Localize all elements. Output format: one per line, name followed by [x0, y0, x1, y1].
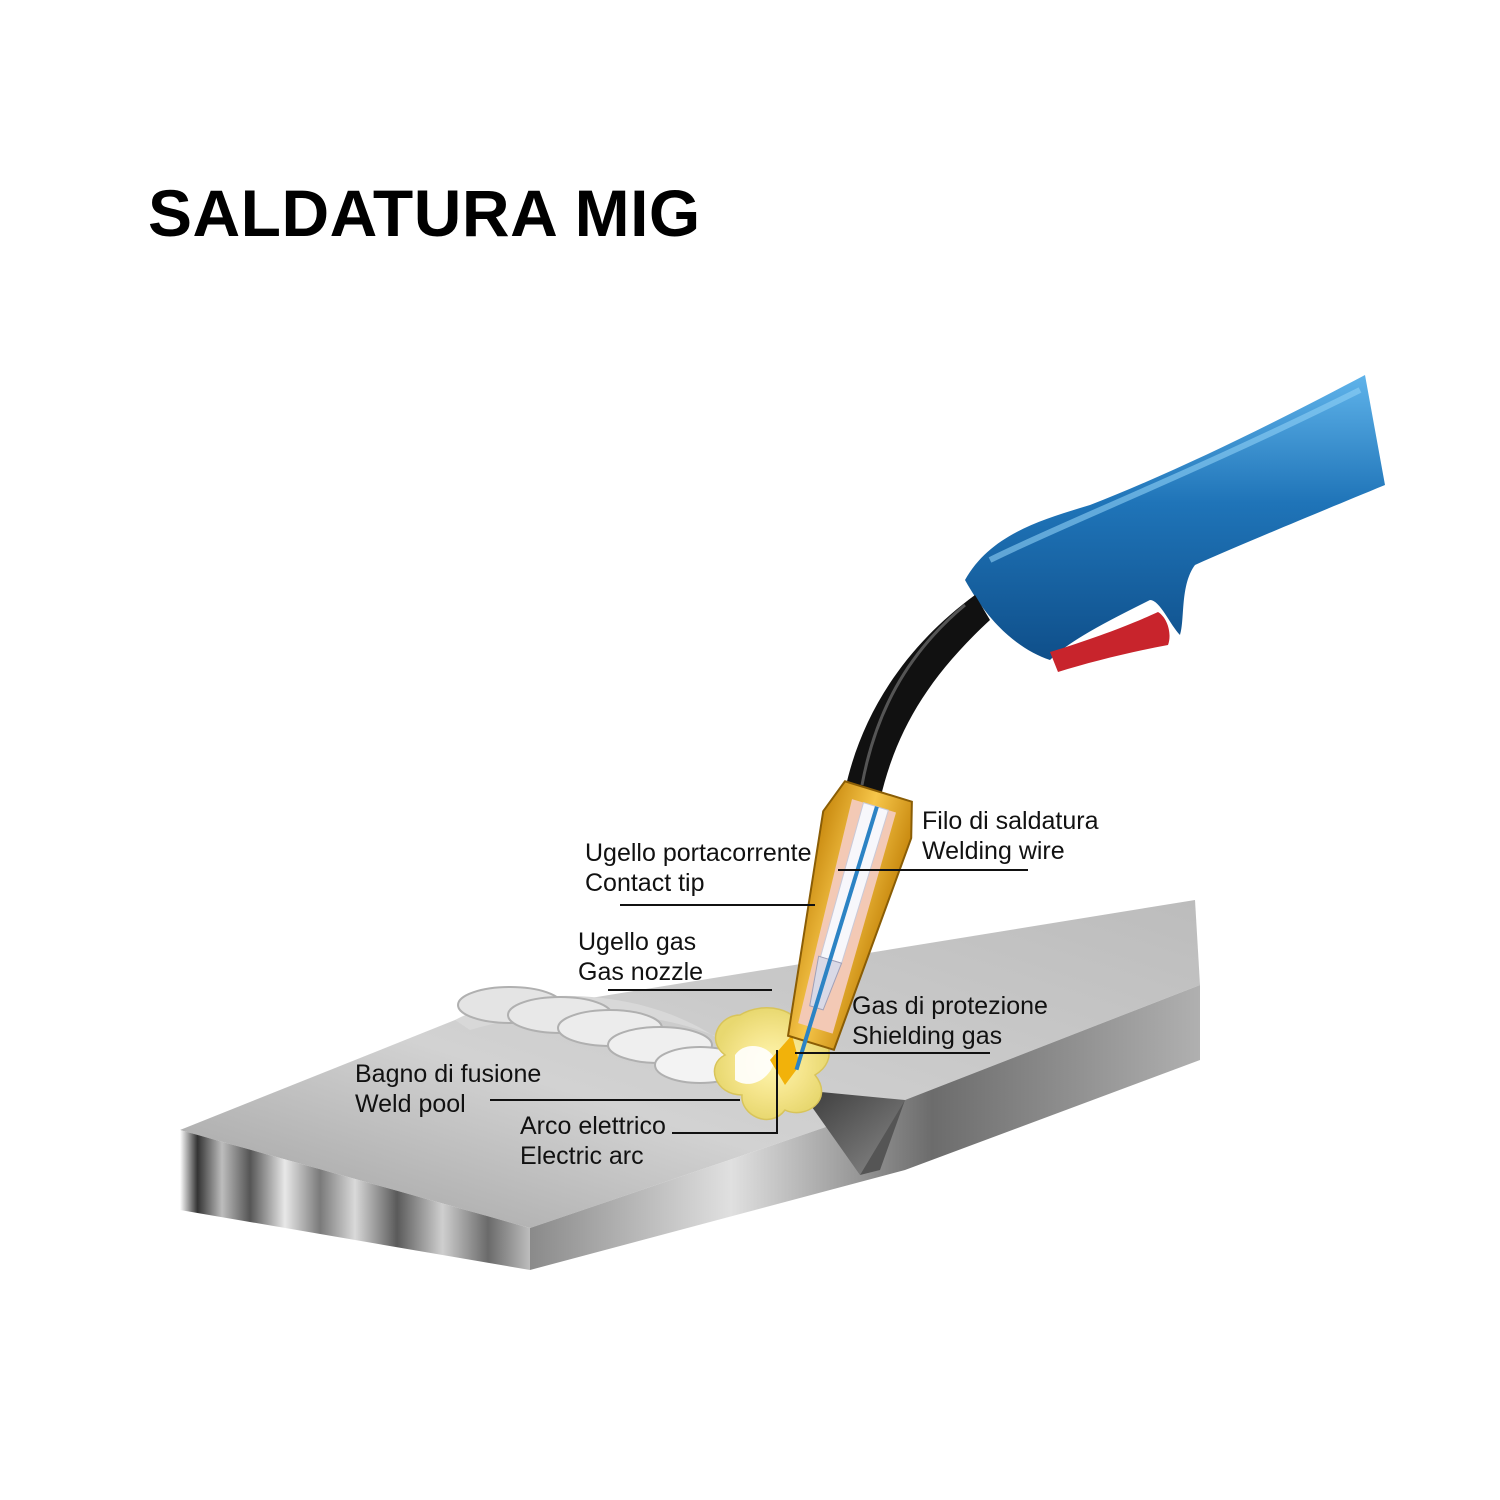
label-electric-arc-en: Electric arc: [520, 1142, 644, 1170]
leader-lines: [490, 869, 1028, 1134]
page-title: SALDATURA MIG: [148, 176, 701, 250]
torch-handle-body: [965, 375, 1385, 660]
label-welding-wire-en: Welding wire: [922, 837, 1065, 865]
label-weld-pool: Bagno di fusione Weld pool: [355, 1059, 541, 1119]
label-shielding-gas: Gas di protezione Shielding gas: [852, 991, 1048, 1051]
trigger: [1050, 612, 1170, 672]
weld-groove-edge: [860, 1100, 905, 1175]
label-contact-tip: Ugello portacorrente Contact tip: [585, 838, 812, 898]
label-gas-nozzle: Ugello gas Gas nozzle: [578, 927, 703, 987]
label-welding-wire: Filo di saldatura Welding wire: [922, 806, 1098, 866]
label-shielding-gas-it: Gas di protezione: [852, 992, 1048, 1020]
welding-wire: [794, 806, 879, 1071]
label-weld-pool-en: Weld pool: [355, 1090, 466, 1118]
label-weld-pool-it: Bagno di fusione: [355, 1060, 542, 1088]
label-gas-nozzle-en: Gas nozzle: [578, 958, 704, 986]
label-electric-arc-it: Arco elettrico: [520, 1112, 666, 1140]
gas-nozzle: [786, 780, 913, 1071]
label-contact-tip-it: Ugello portacorrente: [585, 839, 812, 867]
workpiece-front-face: [180, 1130, 530, 1270]
label-welding-wire-it: Filo di saldatura: [922, 807, 1099, 835]
weld-groove: [800, 1090, 905, 1175]
label-electric-arc: Arco elettrico Electric arc: [520, 1111, 666, 1171]
torch-neck: [845, 595, 990, 800]
label-contact-tip-en: Contact tip: [585, 869, 705, 897]
torch-handle: [965, 375, 1385, 672]
label-shielding-gas-en: Shielding gas: [852, 1022, 1003, 1050]
label-gas-nozzle-it: Ugello gas: [578, 928, 697, 956]
